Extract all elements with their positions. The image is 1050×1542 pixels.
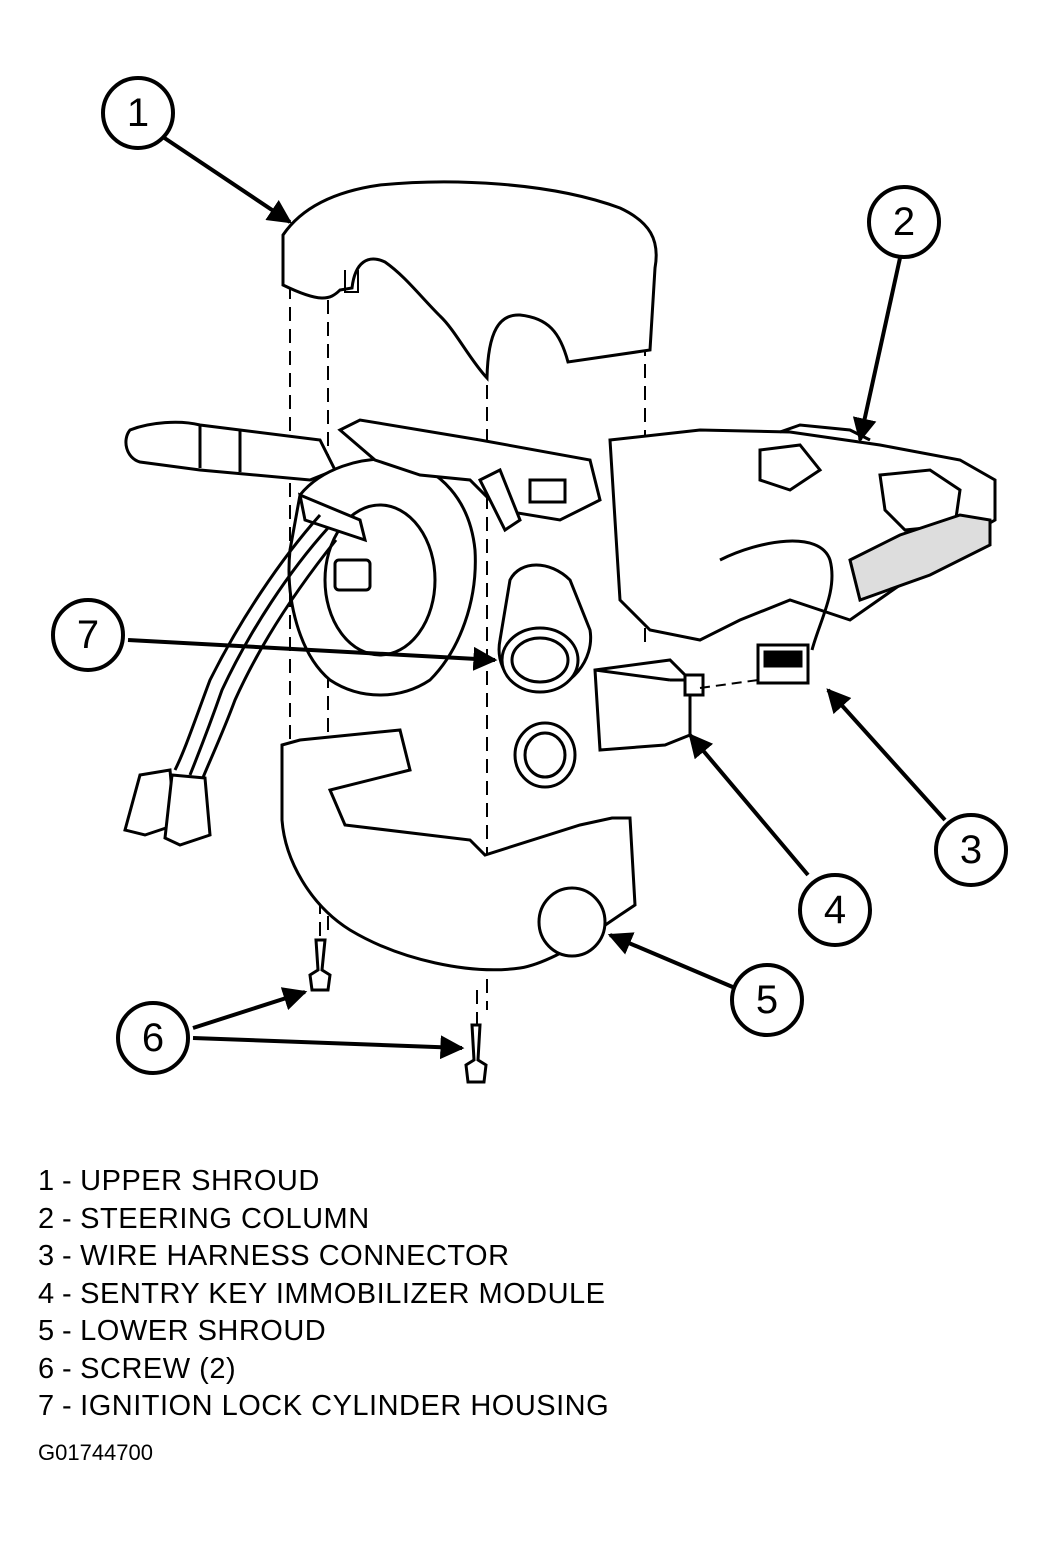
ignition-lock-cylinder-housing [497, 563, 593, 789]
legend-item-number: 4 [38, 1277, 55, 1310]
callout-4: 4 [798, 873, 872, 947]
legend-item: 3-WIRE HARNESS CONNECTOR [38, 1238, 609, 1276]
legend-item-separator: - [62, 1240, 73, 1272]
callout-7: 7 [51, 598, 125, 672]
callout-2: 2 [867, 185, 941, 259]
legend-item-label: SENTRY KEY IMMOBILIZER MODULE [80, 1277, 606, 1310]
figure-id: G01744700 [38, 1440, 153, 1465]
legend-item: 2-STEERING COLUMN [38, 1201, 609, 1239]
wire-harness-left [173, 514, 338, 781]
legend-item: 5-LOWER SHROUD [38, 1313, 609, 1351]
legend-item-label: IGNITION LOCK CYLINDER HOUSING [80, 1390, 610, 1422]
legend-item: 4-SENTRY KEY IMMOBILIZER MODULE [38, 1276, 609, 1314]
legend-item-separator: - [62, 1202, 73, 1235]
legend-item-label: STEERING COLUMN [80, 1202, 370, 1235]
parts-legend: 1-UPPER SHROUD 2-STEERING COLUMN 3-WIRE … [38, 1163, 609, 1426]
svg-text:4: 4 [824, 888, 846, 932]
legend-item-number: 6 [38, 1352, 55, 1385]
legend-item-label: WIRE HARNESS CONNECTOR [80, 1240, 510, 1272]
steering-column [608, 423, 997, 642]
callout-3: 3 [934, 813, 1008, 887]
callout-6: 6 [116, 1001, 190, 1075]
legend-item-separator: - [62, 1165, 73, 1197]
callout-1: 1 [101, 76, 175, 150]
legend-item-separator: - [62, 1277, 73, 1310]
legend-item-number: 1 [38, 1165, 55, 1197]
svg-text:2: 2 [893, 200, 915, 244]
callout-5: 5 [730, 963, 804, 1037]
legend-item-separator: - [62, 1352, 73, 1385]
svg-text:6: 6 [142, 1016, 164, 1060]
multifunction-switch-lever [124, 420, 338, 482]
svg-text:3: 3 [960, 828, 982, 872]
legend-item-separator: - [62, 1315, 73, 1347]
wire-harness-connectors-left [123, 768, 212, 847]
sentry-key-immobilizer-module [593, 658, 705, 752]
lower-shroud-key-opening [537, 886, 607, 958]
legend-item-label: LOWER SHROUD [80, 1315, 327, 1347]
column-housing [337, 418, 602, 533]
exploded-view-diagram: 1 2 3 4 5 6 7 [51, 76, 1008, 1084]
legend-item: 7-IGNITION LOCK CYLINDER HOUSING [38, 1388, 609, 1426]
legend-item-number: 2 [38, 1202, 55, 1235]
upper-shroud [281, 180, 658, 382]
screw-icon [464, 1023, 488, 1084]
screw-icon [308, 938, 332, 992]
legend-item: 6-SCREW (2) [38, 1351, 609, 1389]
legend-item-number: 7 [38, 1390, 55, 1422]
callout-leaders [127, 133, 947, 1060]
svg-text:5: 5 [756, 978, 778, 1022]
wire-harness-connector [719, 539, 834, 685]
legend-item-number: 5 [38, 1315, 55, 1347]
legend-item-number: 3 [38, 1240, 55, 1272]
connector-dashed-line [699, 679, 759, 689]
legend-item-separator: - [62, 1390, 73, 1422]
legend-item: 1-UPPER SHROUD [38, 1163, 609, 1201]
clockspring [287, 457, 477, 697]
legend-item-label: SCREW (2) [80, 1352, 237, 1385]
legend-item-label: UPPER SHROUD [80, 1165, 320, 1197]
upper-shroud-notch [344, 270, 359, 293]
svg-text:1: 1 [127, 91, 149, 135]
svg-text:7: 7 [77, 613, 99, 657]
